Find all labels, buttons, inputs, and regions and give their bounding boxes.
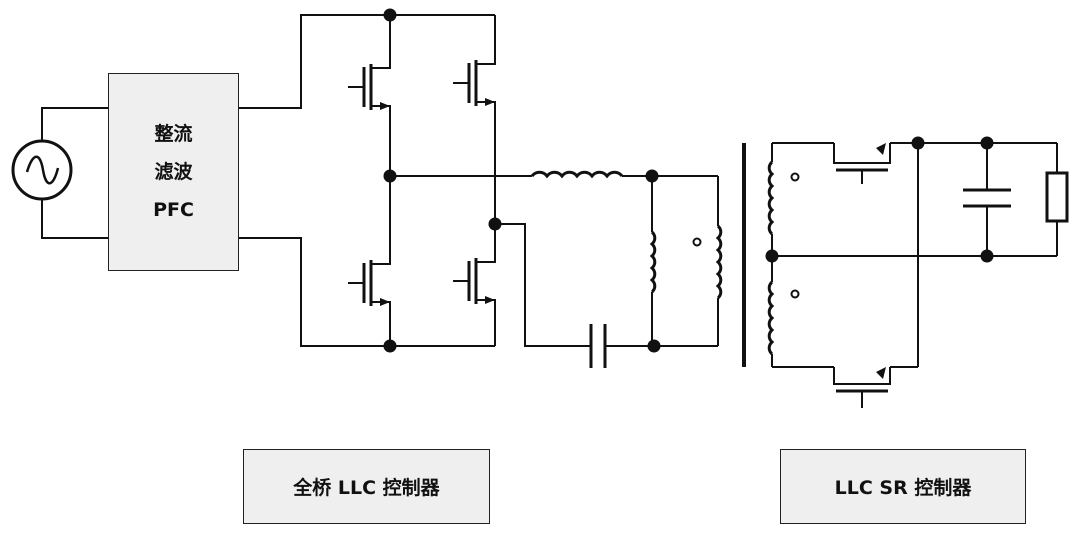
magnetizing-inductor [649,230,657,294]
mosfet-q3 [348,258,391,306]
primary-dot [692,237,702,247]
ac-source [11,107,108,239]
resonant-tank [390,170,723,368]
secondary-upper [767,160,775,236]
full-bridge-llc-controller: 全桥 LLC 控制器 [243,449,490,524]
rectifier-pfc-block: 整流 滤波 PFC [108,73,239,271]
mosfet-q2 [453,58,496,108]
mosfet-q4 [453,256,496,304]
dc-bus-wires [239,14,495,347]
load-resistor [1045,171,1069,223]
pfc-label-line-1: 整流 [154,123,193,145]
sr-mosfet-bottom [833,366,918,408]
junction-dots [383,8,994,353]
transformer-secondary [767,142,1057,368]
series-inductor [530,170,624,179]
secondary-dot-2 [790,289,800,299]
llc-sr-controller: LLC SR 控制器 [780,449,1026,524]
sr-mosfet-top [833,142,918,184]
mosfet-q1 [348,62,391,112]
secondary-lower [767,280,775,356]
transformer-primary [715,224,723,300]
secondary-dot-1 [790,172,800,182]
pfc-label-line-2: 滤波 [154,161,193,183]
pfc-label-line-3: PFC [153,199,194,221]
